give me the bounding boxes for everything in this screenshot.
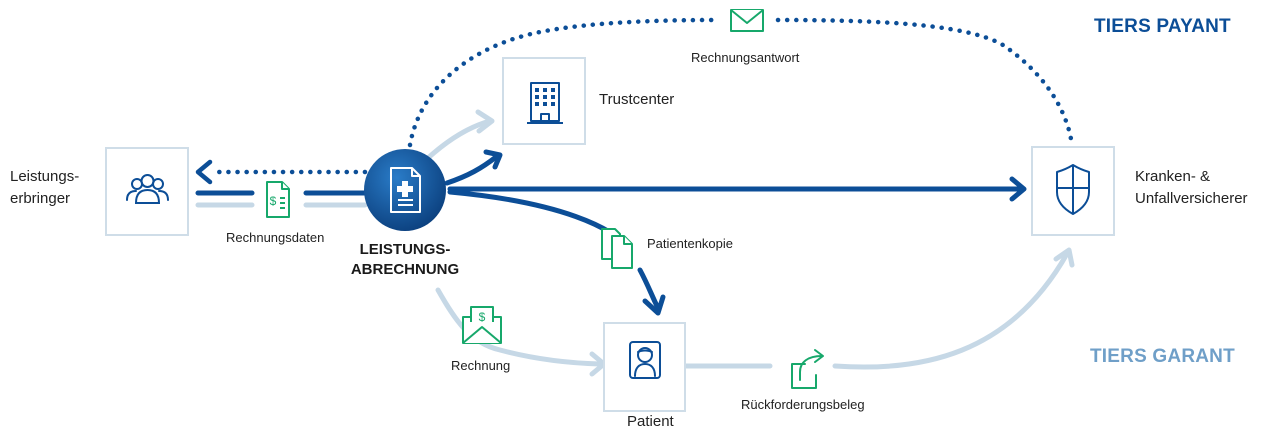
provider-label-line2: erbringer	[10, 189, 71, 207]
medical-document-icon	[390, 167, 421, 213]
arrowhead-insurer-main	[1009, 176, 1027, 202]
insurer-label: Kranken- & Unfallversicherer	[1135, 166, 1248, 210]
patient-node[interactable]	[603, 322, 686, 412]
patient-copy-icon	[601, 228, 633, 269]
flow-label-invoice-data: Rechnungsdaten	[226, 230, 325, 245]
billing-label-line2: ABRECHNUNG	[350, 261, 460, 279]
svg-text:$: $	[479, 310, 486, 324]
patient-label: Patient	[627, 413, 674, 430]
trustcenter-node[interactable]	[502, 57, 586, 145]
provider-label-line1: Leistungs-	[10, 168, 80, 185]
flow-label-refund-receipt: Rückforderungsbeleg	[741, 397, 865, 412]
flow-line-to-trustcenter-dark	[444, 154, 499, 186]
invoice-envelope-icon: $	[462, 306, 502, 344]
patient-avatar-icon	[629, 341, 661, 379]
arrowhead-patient-copy	[642, 294, 666, 316]
dotted-response-arc-left	[407, 17, 721, 148]
dotted-response-arc-right	[775, 17, 1075, 148]
billing-label: LEISTUNGS- ABRECHNUNG	[340, 240, 470, 281]
people-group-icon	[126, 174, 169, 204]
flow-line-to-patient	[435, 287, 603, 367]
trustcenter-label: Trustcenter	[599, 91, 675, 108]
tiers-garant-label: TIERS GARANT	[1090, 346, 1235, 367]
provider-node[interactable]	[105, 147, 189, 236]
arrowhead-trustcenter-light	[475, 109, 495, 134]
flow-label-patient-copy: Patientenkopie	[647, 236, 734, 251]
provider-label: Leistungs- erbringer	[10, 166, 79, 210]
arrowhead-trustcenter-dark	[483, 149, 503, 170]
arrowhead-insurer-lower	[1053, 247, 1075, 268]
billing-label-line1: LEISTUNGS-	[359, 241, 451, 258]
flow-line-to-trustcenter-light	[425, 118, 493, 161]
tiers-payant-label: TIERS PAYANT	[1094, 16, 1231, 37]
medical-cross-icon	[397, 181, 413, 197]
flow-label-invoice-response: Rechnungsantwort	[691, 50, 800, 65]
office-building-icon	[527, 82, 563, 124]
envelope-icon	[730, 9, 764, 32]
insurer-label-line1: Kranken- &	[1135, 168, 1211, 185]
shield-icon	[1056, 164, 1090, 215]
invoice-data-icon: $	[266, 181, 290, 218]
svg-text:$: $	[270, 194, 277, 208]
forward-document-icon	[791, 349, 824, 389]
insurer-label-line2: Unfallversicherer	[1135, 189, 1248, 207]
arrowhead-provider-dotted	[195, 159, 213, 185]
billing-hub[interactable]	[364, 149, 446, 231]
flow-line-patient-refund-right	[832, 249, 1071, 370]
flow-label-invoice: Rechnung	[451, 358, 511, 373]
